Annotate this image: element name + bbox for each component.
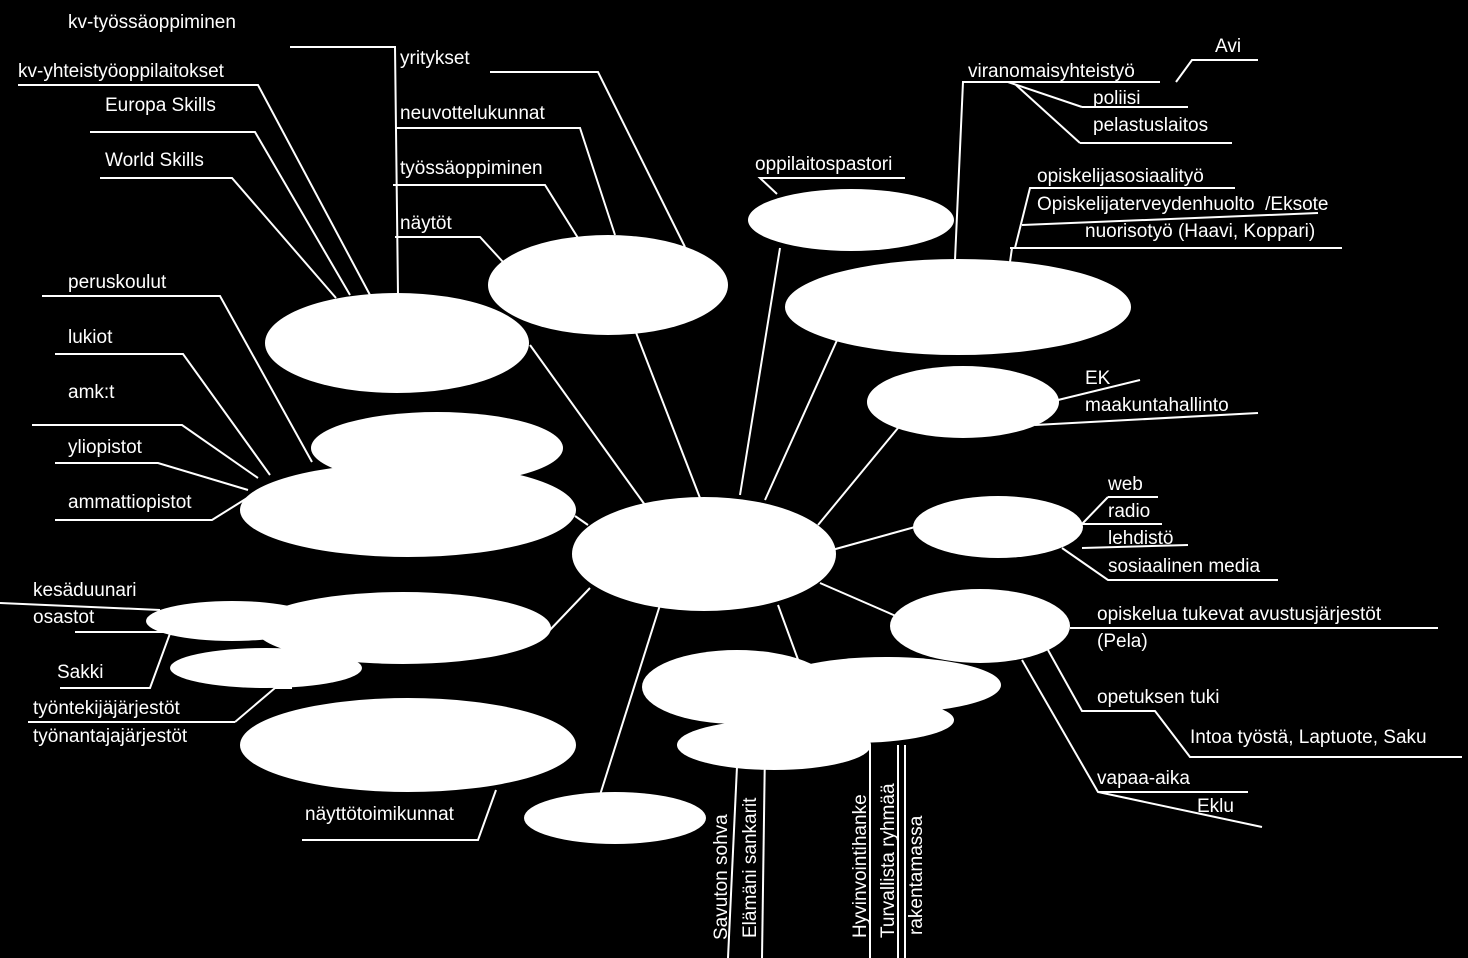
node-central[interactable] [572, 497, 836, 611]
label-opiskelijaterveydenhuolto: Opiskelijaterveydenhuolto /Eksote [1037, 194, 1329, 215]
label-tyossaoppiminen: työssäoppiminen [400, 158, 543, 179]
label-lukiot: lukiot [68, 327, 113, 348]
node-international[interactable] [265, 293, 529, 393]
label-oppilaitospastori: oppilaitospastori [755, 154, 892, 175]
label-ek: EK [1085, 368, 1111, 389]
label-savuton-sohva: Savuton sohva [711, 814, 732, 940]
label-eklu: Eklu [1197, 796, 1234, 817]
label-hyvinvointihanke: Hyvinvointihanke [850, 794, 871, 938]
node-workplace-units[interactable] [146, 601, 318, 641]
label-intoa: Intoa työstä, Laptuote, Saku [1190, 727, 1427, 748]
label-opiskelijasosiaalityo: opiskelijasosiaalityö [1037, 166, 1204, 187]
label-vapaa-aika: vapaa-aika [1097, 768, 1190, 789]
label-osastot: osastot [33, 607, 95, 628]
node-chaplain[interactable] [748, 189, 954, 251]
labels: kv-työssäoppiminen kv-yhteistyöoppilaito… [18, 12, 1427, 940]
label-tyontekijajarjestot: työntekijäjärjestöt [33, 698, 181, 719]
label-pelastuslaitos: pelastuslaitos [1093, 115, 1208, 136]
label-web: web [1107, 474, 1143, 495]
label-maakuntahallinto: maakuntahallinto [1085, 395, 1229, 416]
label-kesaduunari: kesäduunari [33, 580, 137, 601]
label-neuvottelukunnat: neuvottelukunnat [400, 103, 545, 124]
label-rakentamassa: rakentamassa [906, 815, 927, 935]
node-workplaces[interactable] [488, 235, 728, 335]
label-nuorisotyo: nuorisotyö (Haavi, Koppari) [1085, 221, 1315, 242]
label-europa-skills: Europa Skills [105, 95, 216, 116]
node-support-orgs[interactable] [890, 589, 1070, 663]
node-projects-d[interactable] [677, 720, 871, 770]
label-lehdisto: lehdistö [1108, 528, 1174, 549]
label-kv-yhteistyooppilaitokset: kv-yhteistyöoppilaitokset [18, 61, 225, 82]
node-media[interactable] [913, 496, 1083, 558]
node-welfare[interactable] [785, 259, 1131, 355]
node-administration[interactable] [867, 366, 1059, 438]
label-kv-tyossaoppiminen: kv-työssäoppiminen [68, 12, 236, 33]
node-employer-orgs[interactable] [240, 698, 576, 792]
nodes [146, 189, 1131, 844]
label-peruskoulut: peruskoulut [68, 272, 167, 293]
node-exam-committees[interactable] [524, 792, 706, 844]
label-ammattiopistot: ammattiopistot [68, 492, 192, 513]
label-world-skills: World Skills [105, 150, 204, 171]
label-radio: radio [1108, 501, 1150, 522]
label-opiskelua-tukevat: opiskelua tukevat avustusjärjestöt [1097, 604, 1382, 625]
label-tyonantajajarjestot: työnantajajärjestöt [33, 726, 188, 747]
node-schools[interactable] [240, 463, 576, 557]
connector-lines [0, 46, 1462, 958]
label-sosiaalinen-media: sosiaalinen media [1108, 556, 1261, 577]
label-sakki: Sakki [57, 662, 103, 683]
label-naytot: näytöt [400, 213, 452, 234]
node-unions-big[interactable] [255, 592, 551, 664]
label-amk: amk:t [68, 382, 115, 403]
label-nayttotoimikunnat: näyttötoimikunnat [305, 804, 455, 825]
label-opetuksen-tuki: opetuksen tuki [1097, 687, 1220, 708]
label-turvallista-ryhmaa: Turvallista ryhmää [878, 783, 899, 938]
label-yritykset: yritykset [400, 48, 470, 69]
label-poliisi: poliisi [1093, 88, 1141, 109]
label-avi: Avi [1215, 36, 1241, 57]
label-pela: (Pela) [1097, 631, 1148, 652]
label-viranomaisyhteistyo: viranomaisyhteistyö [968, 61, 1135, 82]
node-sakki[interactable] [170, 648, 362, 688]
label-yliopistot: yliopistot [68, 437, 143, 458]
label-elamani-sankarit: Elämäni sankarit [740, 797, 761, 938]
